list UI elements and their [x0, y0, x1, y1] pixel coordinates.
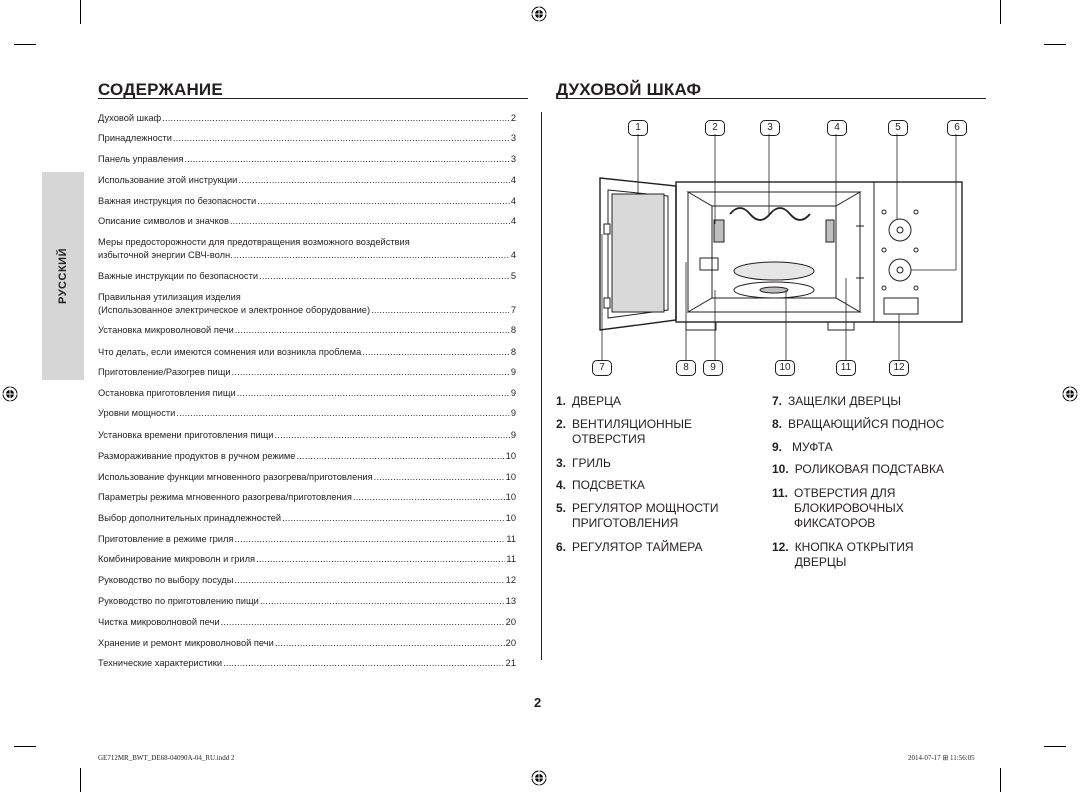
toc-entry: Важная инструкция по безопасности4 — [98, 195, 516, 207]
title-rule — [556, 98, 986, 99]
toc-entry: Меры предосторожности для предотвращения… — [98, 237, 410, 247]
part-item: 6.РЕГУЛЯТОР ТАЙМЕРА — [556, 540, 703, 554]
toc-entry: Духовой шкаф2 — [98, 112, 516, 124]
callout-4: 4 — [827, 120, 847, 136]
callout-5: 5 — [888, 120, 908, 136]
toc-entry: Важные инструкции по безопасности5 — [98, 270, 516, 282]
crop-mark — [1044, 44, 1066, 45]
toc-entry: Комбинирование микроволн и гриля11 — [98, 553, 516, 565]
toc-entry: Что делать, если имеются сомнения или во… — [98, 346, 516, 358]
toc-entry: Руководство по приготовлению пищи13 — [98, 595, 516, 607]
toc-entry: Хранение и ремонт микроволновой печи20 — [98, 637, 516, 649]
language-tab: РУССКИЙ — [42, 172, 84, 380]
toc-entry: Использование функции мгновенного разогр… — [98, 471, 516, 483]
part-item: 4.ПОДСВЕТКА — [556, 478, 645, 492]
microwave-diagram — [599, 134, 963, 360]
toc-entry: Использование этой инструкции4 — [98, 174, 516, 186]
toc-entry: Технические характеристики21 — [98, 657, 516, 669]
footer-filename: GE712MR_BWT_DE68-04090A-04_RU.indd 2 — [98, 754, 235, 762]
callout-7: 7 — [592, 360, 612, 376]
toc-entry: Установка микроволновой печи8 — [98, 324, 516, 336]
registration-mark-icon — [1062, 386, 1078, 402]
callout-6: 6 — [947, 120, 967, 136]
toc-entry: Выбор дополнительных принадлежностей10 — [98, 512, 516, 524]
toc-entry-cont: (Использованное электрическое и электрон… — [98, 304, 516, 316]
crop-mark — [80, 0, 81, 24]
toc-entry: Чистка микроволновой печи20 — [98, 616, 516, 628]
toc-entry: Правильная утилизация изделия — [98, 292, 241, 302]
callout-10: 10 — [775, 360, 795, 376]
registration-mark-icon — [531, 770, 547, 786]
callout-11: 11 — [836, 360, 856, 376]
toc-entry-cont: избыточной энергии СВЧ-волн.4 — [98, 249, 516, 261]
part-item: 5.РЕГУЛЯТОР МОЩНОСТИ ПРИГОТОВЛЕНИЯ — [556, 501, 719, 530]
page-number: 2 — [534, 695, 542, 710]
title-rule — [98, 98, 528, 99]
registration-mark-icon — [2, 386, 18, 402]
callout-8: 8 — [676, 360, 696, 376]
part-item: 12.КНОПКА ОТКРЫТИЯ ДВЕРЦЫ — [772, 540, 914, 569]
crop-mark — [14, 44, 36, 45]
part-item: 11.ОТВЕРСТИЯ ДЛЯ БЛОКИРОВОЧНЫХ ФИКСАТОРО… — [772, 486, 904, 530]
part-item: 2.ВЕНТИЛЯЦИОННЫЕ ОТВЕРСТИЯ — [556, 417, 692, 446]
crop-mark — [14, 746, 36, 747]
oven-title: ДУХОВОЙ ШКАФ — [556, 80, 702, 99]
crop-mark — [1000, 0, 1001, 24]
toc-entry: Принадлежности3 — [98, 132, 516, 144]
callout-1: 1 — [628, 120, 648, 136]
crop-mark — [1000, 768, 1001, 792]
part-item: 8.ВРАЩАЮЩИЙСЯ ПОДНОС — [772, 417, 945, 431]
crop-mark — [1044, 746, 1066, 747]
footer-timestamp: 2014-07-17 ⊞ 11:56:05 — [908, 754, 975, 762]
part-item: 9.МУФТА — [772, 440, 833, 454]
toc-entry: Остановка приготовления пищи9 — [98, 387, 516, 399]
toc-entry: Уровни мощности9 — [98, 407, 516, 419]
callout-9: 9 — [703, 360, 723, 376]
toc-title: СОДЕРЖАНИЕ — [98, 80, 223, 99]
toc-entry: Размораживание продуктов в ручном режиме… — [98, 450, 516, 462]
language-label: РУССКИЙ — [57, 248, 69, 304]
callout-12: 12 — [889, 360, 909, 376]
toc-entry: Руководство по выбору посуды12 — [98, 574, 516, 586]
part-item: 7.ЗАЩЕЛКИ ДВЕРЦЫ — [772, 394, 901, 408]
part-item: 1.ДВЕРЦА — [556, 394, 622, 408]
toc-entry: Панель управления3 — [98, 153, 516, 165]
part-item: 10.РОЛИКОВАЯ ПОДСТАВКА — [772, 462, 944, 476]
toc-entry: Приготовление в режиме гриля11 — [98, 533, 516, 545]
toc-entry: Описание символов и значков4 — [98, 215, 516, 227]
part-item: 3.ГРИЛЬ — [556, 456, 611, 470]
toc-entry: Установка времени приготовления пищи9 — [98, 429, 516, 441]
callout-3: 3 — [760, 120, 780, 136]
crop-mark — [80, 768, 81, 792]
toc-entry: Параметры режима мгновенного разогрева/п… — [98, 491, 516, 503]
toc-entry: Приготовление/Разогрев пищи9 — [98, 366, 516, 378]
column-divider — [541, 112, 542, 660]
registration-mark-icon — [531, 6, 547, 22]
